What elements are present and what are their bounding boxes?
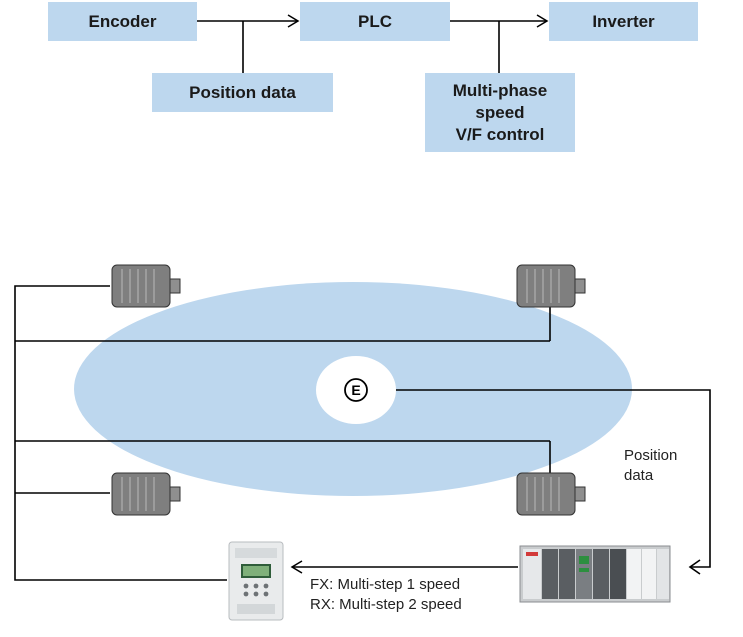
encoder-symbol-ring [344, 378, 368, 402]
multiphase-control-box: Multi-phase speed V/F control [425, 73, 575, 152]
wiring [14, 285, 711, 581]
motor-icon [111, 472, 181, 516]
control-line: Multi-phase [452, 80, 548, 100]
position-data-box: Position data [152, 73, 333, 112]
motor-icon [516, 264, 586, 308]
control-line: V/F control [455, 124, 545, 144]
fx-label: FX: Multi-step 1 speed [310, 576, 461, 593]
inverter-device-icon [228, 541, 284, 621]
rx-label: RX: Multi-step 2 speed [310, 596, 462, 613]
position-line: Position [624, 447, 678, 464]
plc-box: PLC [300, 2, 450, 41]
encoder-box: Encoder [48, 2, 197, 41]
arrow-to-plc-head [688, 559, 701, 575]
motor-icon [111, 264, 181, 308]
encoder-symbol: E [351, 382, 360, 398]
speed-signal-labels: FX: Multi-step 1 speed RX: Multi-step 2 … [310, 575, 462, 615]
inverter-box: Inverter [549, 2, 698, 41]
position-data-label: Position data [624, 446, 677, 486]
position-line: data [624, 467, 654, 484]
encoder-disc [316, 356, 396, 424]
plc-rack-icon [519, 545, 671, 603]
control-line: speed [475, 102, 525, 122]
motor-icon [516, 472, 586, 516]
